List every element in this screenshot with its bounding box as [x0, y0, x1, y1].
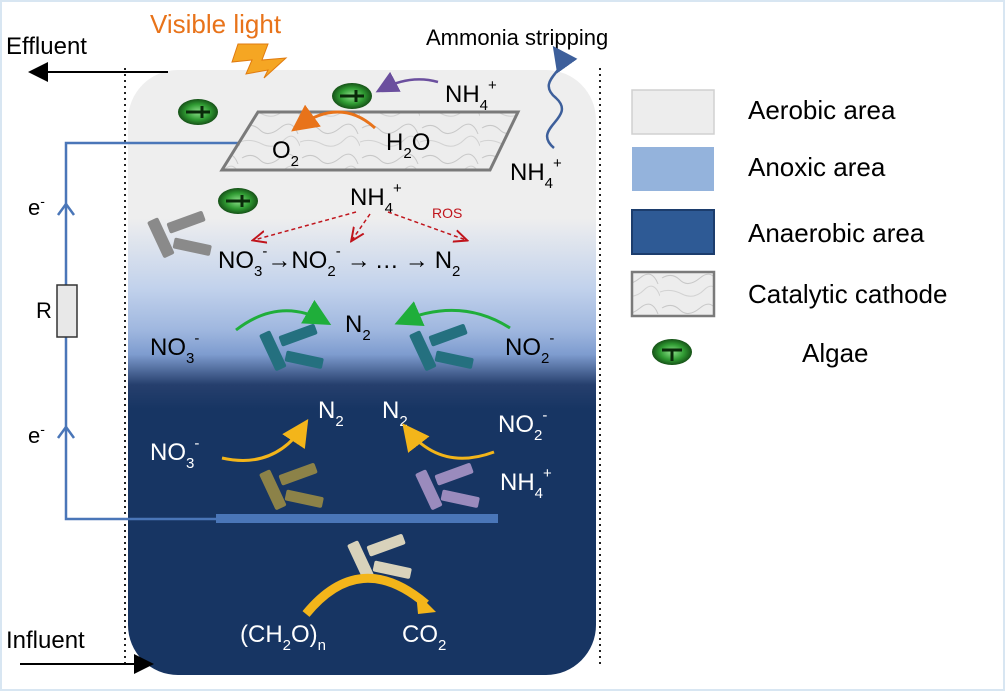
n2-anoxic-label: N2 — [345, 311, 371, 344]
nh4-uptake-label: NH4+ — [445, 77, 497, 114]
electron-flow-chevron-lower — [56, 424, 76, 439]
no2-anoxic-label: NO2- — [505, 330, 554, 367]
algae-cell-2 — [330, 81, 374, 111]
catalytic-cathode — [219, 110, 521, 172]
algae-cell-1 — [176, 97, 220, 127]
legend-label-algae: Algae — [802, 338, 869, 368]
nh4-anaerobic-label: NH4+ — [500, 465, 552, 502]
electron-label-lower: e- — [28, 421, 45, 448]
legend-swatch-aerobic — [631, 89, 715, 135]
anaerobic-denitrification-arrow — [221, 418, 309, 462]
legend-label-anaerobic: Anaerobic area — [748, 218, 925, 248]
denitrification-arrow-no2 — [394, 301, 511, 330]
reactor-body — [128, 70, 596, 675]
visible-light-label: Visible light — [150, 9, 282, 39]
nh4-stripping-label: NH4+ — [510, 155, 562, 192]
ros-arrow-no2 — [352, 213, 371, 240]
no2-anaerobic-label: NO2- — [498, 407, 547, 444]
resistor-symbol — [56, 284, 78, 338]
n2-anaerobic-right-label: N2 — [382, 397, 408, 430]
effluent-label: Effluent — [6, 33, 87, 60]
electron-label-upper: e- — [28, 193, 45, 220]
legend-label-aerobic: Aerobic area — [748, 95, 896, 125]
legend: Aerobic area Anoxic area Anaerobic area … — [630, 89, 947, 368]
h2o-label: H2O — [386, 129, 430, 162]
co2-label: CO2 — [402, 621, 446, 654]
water-splitting-arrow — [291, 104, 377, 132]
legend-algae-icon — [650, 337, 694, 367]
electron-flow-chevron-upper — [56, 201, 76, 216]
nh4-nitrification-label: NH4+ — [350, 180, 402, 217]
lightning-icon — [231, 43, 288, 79]
nitrification-chain: NO3-→NO2-→…→N2 — [218, 243, 460, 280]
organic-oxidation-arrowhead — [416, 592, 436, 614]
organic-oxidation-arrow — [302, 573, 429, 617]
resistor-label: R — [36, 298, 52, 323]
influent-label: Influent — [6, 627, 85, 654]
nh4-uptake-arrow — [375, 71, 439, 93]
ammonia-stripping-label: Ammonia stripping — [426, 25, 608, 50]
anammox-arrow — [402, 423, 495, 460]
no3-anaerobic-label: NO3- — [150, 435, 199, 472]
n2-anaerobic-left-label: N2 — [318, 397, 344, 430]
algae-cell-3 — [216, 186, 260, 216]
o2-label: O2 — [272, 137, 299, 170]
ros-arrow-no3 — [254, 211, 357, 240]
no3-anoxic-label: NO3- — [150, 330, 199, 367]
denitrification-arrow-no3 — [235, 299, 332, 332]
ammonia-stripping-wavy-arrow — [545, 45, 578, 149]
legend-swatch-anaerobic — [631, 209, 715, 255]
legend-label-cathode: Catalytic cathode — [748, 279, 947, 309]
ch2o-label: (CH2O)n — [240, 621, 326, 654]
legend-swatch-anoxic — [632, 147, 714, 191]
legend-label-anoxic: Anoxic area — [748, 152, 886, 182]
ros-label: ROS — [432, 205, 462, 221]
legend-swatch-cathode — [630, 270, 716, 318]
anode-electrode — [216, 514, 498, 523]
